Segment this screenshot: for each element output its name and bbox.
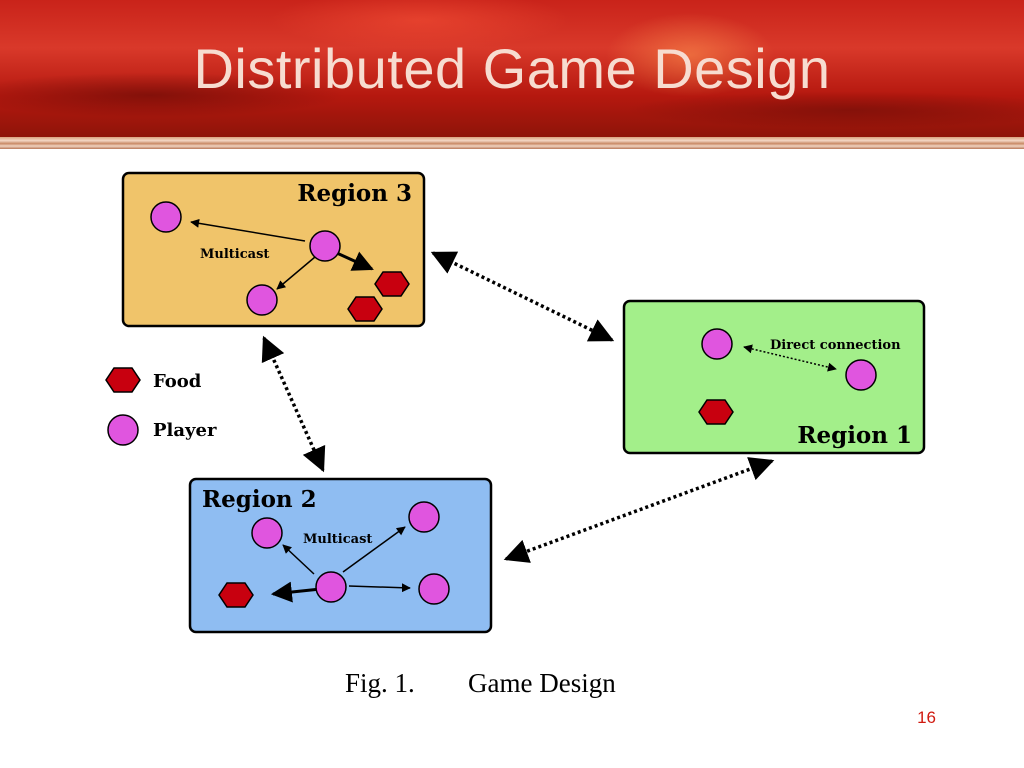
region-link-1-2 (503, 457, 775, 563)
food-icon (698, 399, 734, 425)
multicast-arrow (342, 526, 406, 573)
player-icon (845, 359, 877, 391)
multicast-arrow (282, 544, 315, 575)
food-legend-icon (105, 367, 141, 393)
food-icon (347, 296, 383, 322)
player-icon (150, 201, 182, 233)
header-divider (0, 137, 1024, 149)
legend-player-label: Player (153, 420, 217, 441)
slide-title: Distributed Game Design (193, 37, 831, 100)
direct-connection-label: Direct connection (770, 338, 901, 353)
region-2-label: Region 2 (202, 486, 317, 513)
food-icon (374, 271, 410, 297)
player-icon (251, 517, 283, 549)
player-icon (701, 328, 733, 360)
slide-header (0, 0, 1024, 137)
player-icon (309, 230, 341, 262)
player-legend-icon (107, 414, 139, 446)
food-icon (218, 582, 254, 608)
region-3-label: Region 3 (297, 180, 412, 207)
multicast-arrow (190, 218, 306, 242)
region-link-3-1 (430, 251, 615, 342)
legend: Food Player (105, 367, 217, 446)
figure-caption-text: Game Design (468, 668, 616, 698)
region-2-multicast-label: Multicast (303, 532, 372, 547)
figure-caption-number: Fig. 1. (345, 668, 415, 698)
player-icon (418, 573, 450, 605)
player-icon (408, 501, 440, 533)
region-1-box (622, 299, 926, 455)
multicast-arrow (276, 256, 316, 290)
region-1: Region 1 Direct connection (622, 299, 926, 455)
player-icon (246, 284, 278, 316)
region-2: Region 2 Multicast (188, 477, 493, 634)
region-link-3-2 (261, 335, 326, 473)
player-icon (315, 571, 347, 603)
region-1-label: Region 1 (797, 422, 912, 449)
multicast-arrow (348, 583, 411, 593)
region-3-box (121, 171, 426, 328)
page-number: 16 (917, 708, 936, 727)
region-3-multicast-label: Multicast (200, 247, 269, 262)
region-3: Region 3 Multicast (121, 171, 426, 328)
legend-food-label: Food (153, 371, 202, 392)
